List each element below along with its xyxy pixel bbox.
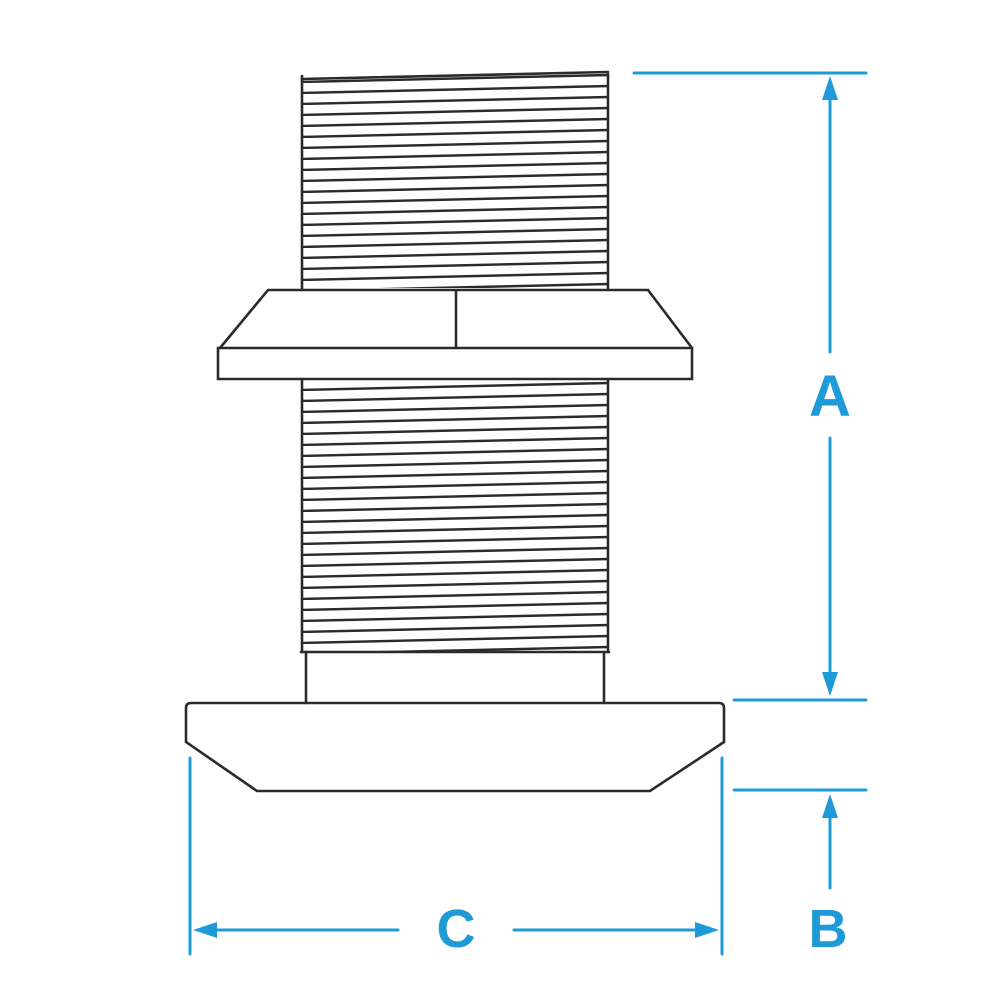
lower-thread-section bbox=[299, 378, 611, 654]
hex-nut bbox=[216, 288, 694, 381]
dimension-b-label: B bbox=[809, 899, 848, 959]
dim-a-arrow-down bbox=[822, 672, 838, 696]
dimension-a-label: A bbox=[809, 364, 851, 429]
nut-washer-plate bbox=[216, 346, 694, 381]
dim-c-arrow-right bbox=[695, 922, 719, 938]
flange bbox=[184, 701, 726, 793]
dimension-c bbox=[188, 756, 724, 956]
dim-b-arrow-up bbox=[822, 794, 838, 818]
fitting-outline bbox=[184, 70, 726, 793]
dim-a-arrow-up bbox=[822, 76, 838, 100]
upper-thread-section bbox=[300, 70, 610, 290]
collar bbox=[304, 650, 606, 705]
dimensions bbox=[188, 71, 868, 956]
dimension-a bbox=[632, 71, 868, 702]
dim-c-arrow-left bbox=[193, 922, 217, 938]
dimension-c-label: C bbox=[437, 899, 476, 959]
dimension-b bbox=[732, 788, 868, 890]
